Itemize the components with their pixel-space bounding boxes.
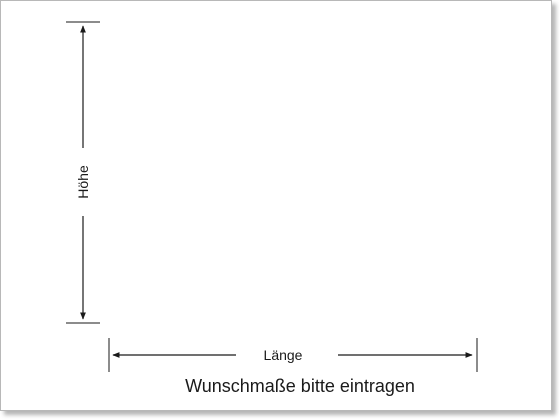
length-label: Länge (261, 347, 305, 363)
dimension-sheet (0, 0, 552, 411)
height-label: Höhe (75, 163, 91, 201)
caption: Wunschmaße bitte eintragen (185, 376, 415, 396)
